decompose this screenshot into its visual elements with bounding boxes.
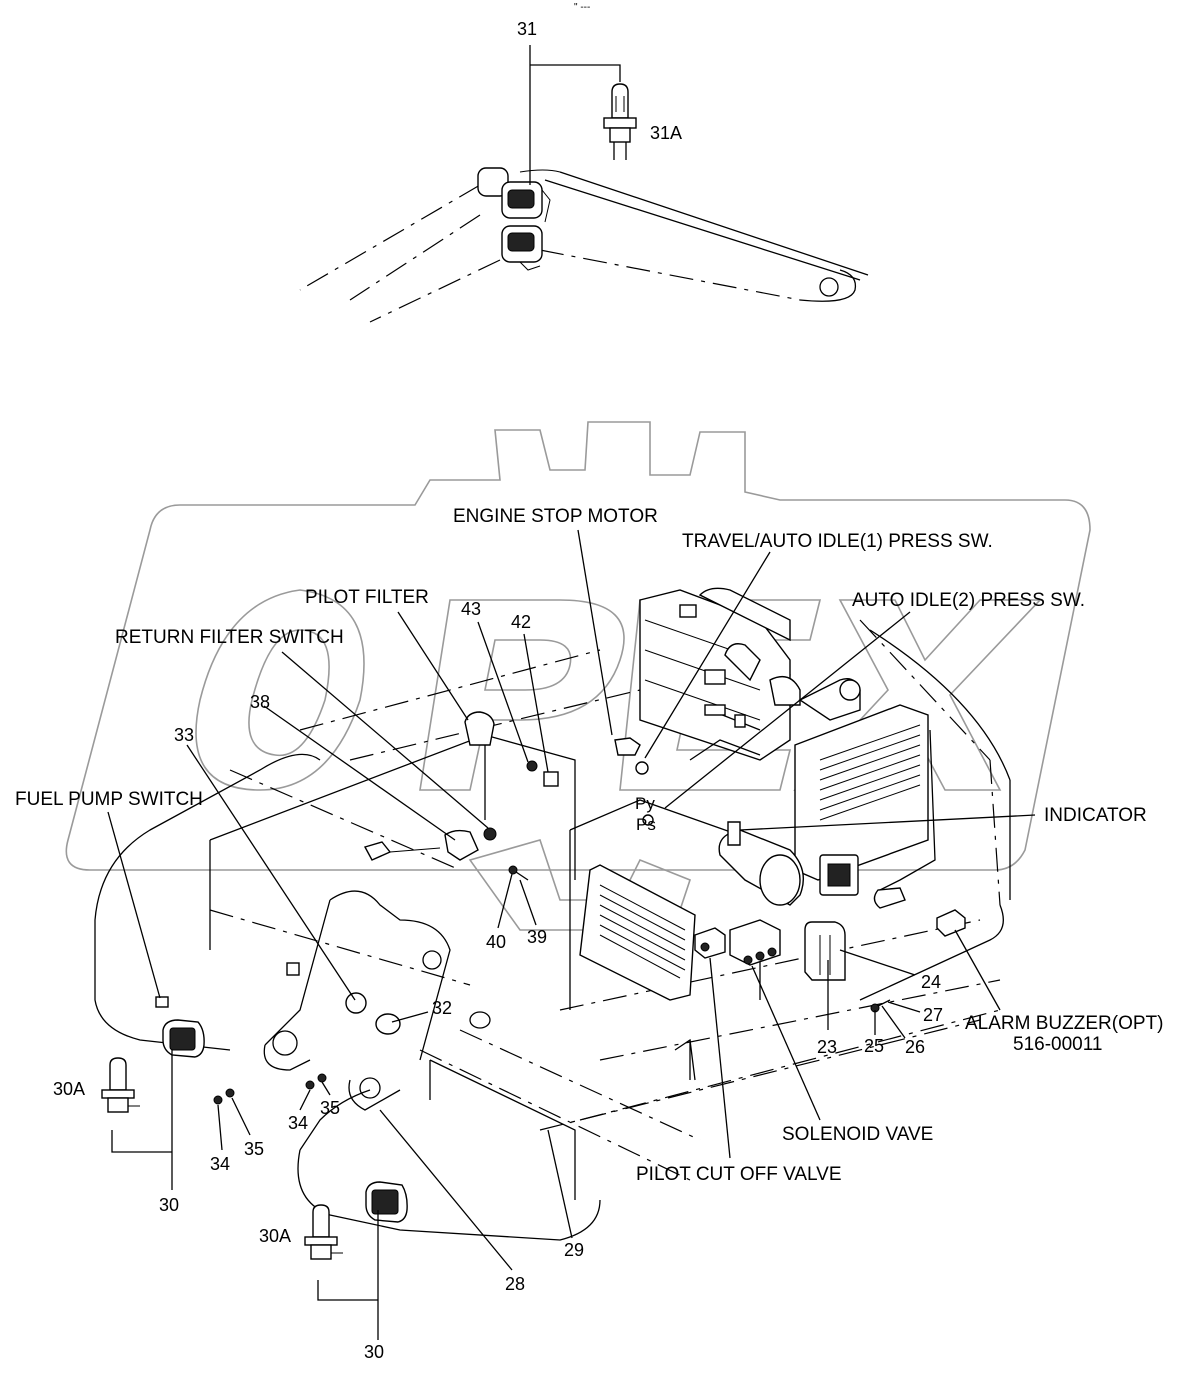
solenoid-valve-block xyxy=(729,919,781,966)
callout-27: 27 xyxy=(923,1005,943,1025)
callout-23: 23 xyxy=(817,1037,837,1057)
callout-33: 33 xyxy=(174,725,194,745)
callout-30a-bottom: 30A xyxy=(259,1226,291,1246)
label-travel-auto-idle1: TRAVEL/AUTO IDLE(1) PRESS SW. xyxy=(682,531,993,552)
callout-32: 32 xyxy=(432,998,452,1018)
part-32 xyxy=(345,992,401,1035)
misc-box xyxy=(286,962,300,976)
work-lamp-lower xyxy=(501,225,543,271)
callout-31a: 31A xyxy=(650,123,682,143)
part-25-27 xyxy=(870,999,891,1013)
callout-29: 29 xyxy=(564,1240,584,1260)
callout-31: 31 xyxy=(517,19,537,39)
halogen-bulb-31a xyxy=(603,83,637,160)
callout-38: 38 xyxy=(250,692,270,712)
label-py: Py xyxy=(635,794,655,813)
leader-lines xyxy=(107,529,1036,1340)
work-lamp-bottom xyxy=(365,1181,408,1223)
callout-labels: " --- 31 31A ENGINE STOP MOTOR TRAVEL/AU… xyxy=(15,2,1163,1362)
label-pilot-filter: PILOT FILTER xyxy=(305,587,429,608)
callout-39: 39 xyxy=(527,927,547,947)
callout-30-bottom: 30 xyxy=(364,1342,384,1362)
callout-34-mid: 34 xyxy=(288,1113,308,1133)
callout-28: 28 xyxy=(505,1274,525,1294)
label-engine-stop-motor: ENGINE STOP MOTOR xyxy=(453,506,658,527)
label-return-filter-switch: RETURN FILTER SWITCH xyxy=(115,627,344,648)
callout-30-left: 30 xyxy=(159,1195,179,1215)
bolts-34-35 xyxy=(213,1073,327,1105)
halogen-bulb-30a-left xyxy=(101,1057,140,1113)
boom-lamp-assembly xyxy=(299,45,869,323)
top-mark: " --- xyxy=(574,2,590,13)
callout-25: 25 xyxy=(864,1036,884,1056)
upper-frame xyxy=(94,619,1011,1241)
fuel-pump-switch xyxy=(155,996,169,1008)
callout-35-mid: 35 xyxy=(320,1098,340,1118)
label-solenoid-vave: SOLENOID VAVE xyxy=(782,1124,933,1145)
pilot-filter xyxy=(464,711,495,746)
callout-30a-left: 30A xyxy=(53,1079,85,1099)
engine-block xyxy=(639,587,936,909)
label-fuel-pump-switch: FUEL PUMP SWITCH xyxy=(15,789,203,810)
part-23-24 xyxy=(804,921,846,981)
work-lamp-upper xyxy=(501,181,551,223)
label-auto-idle2: AUTO IDLE(2) PRESS SW. xyxy=(852,590,1085,611)
halogen-bulb-30a-bottom xyxy=(304,1204,343,1260)
fuse-block xyxy=(363,841,441,861)
pressure-switch xyxy=(614,737,654,826)
watermark-logo xyxy=(65,421,1091,931)
callout-35-left: 35 xyxy=(244,1139,264,1159)
part-39-40 xyxy=(508,865,529,881)
return-filter-switch xyxy=(444,827,497,861)
label-pilot-cut-off-valve: PILOT CUT OFF VALVE xyxy=(636,1164,842,1185)
alarm-buzzer xyxy=(936,909,966,937)
oil-cooler xyxy=(579,864,696,1001)
part-42-43 xyxy=(526,760,559,787)
label-ps: Ps xyxy=(636,815,656,834)
callout-42: 42 xyxy=(511,612,531,632)
work-lamp-left xyxy=(162,1019,205,1058)
pilot-cut-off-valve xyxy=(694,927,726,959)
callout-26: 26 xyxy=(905,1037,925,1057)
label-indicator: INDICATOR xyxy=(1044,805,1147,826)
label-alarm-buzzer-part-no: 516-00011 xyxy=(1013,1034,1102,1055)
label-alarm-buzzer: ALARM BUZZER(OPT) xyxy=(965,1013,1163,1034)
callout-34-left: 34 xyxy=(210,1154,230,1174)
callout-43: 43 xyxy=(461,599,481,619)
callout-40: 40 xyxy=(486,932,506,952)
callout-24: 24 xyxy=(921,972,941,992)
